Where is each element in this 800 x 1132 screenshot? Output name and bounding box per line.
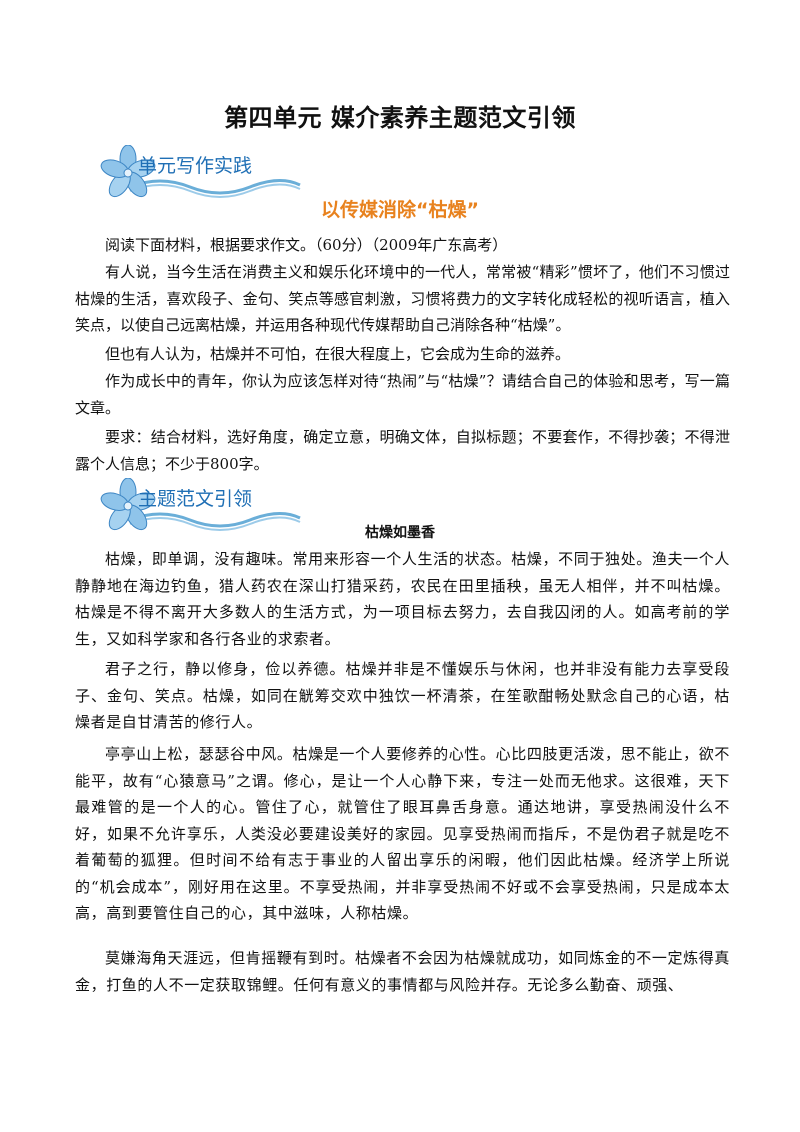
flower-ribbon-icon	[100, 145, 301, 198]
prompt-paragraph: 要求：结合材料，选好角度，确定立意，明确文体，自拟标题；不要套作，不得抄袭；不得…	[75, 428, 730, 473]
prompt-paragraph: 但也有人认为，枯燥并不可怕，在很大程度上，它会成为生命的滋养。	[105, 345, 571, 363]
section-label: 单元写作实践	[138, 155, 253, 177]
prompt-paragraph: 有人说，当今生活在消费主义和娱乐化环境中的一代人，常常被“精彩”惯坏了，他们不习…	[75, 263, 730, 334]
page-title: 第四单元 媒介素养主题范文引领	[224, 104, 576, 132]
prompt-paragraph: 作为成长中的青年，你认为应该怎样对待“热闹”与“枯燥”？请结合自己的体验和思考，…	[75, 372, 730, 417]
essay-paragraph: 亭亭山上松，瑟瑟谷中风。枯燥是一个人要修养的心性。心比四肢更活泼，思不能止，欲不…	[75, 745, 730, 922]
section-header-practice: 单元写作实践	[100, 145, 320, 205]
section-header-model: 主题范文引领	[100, 478, 320, 538]
section-label: 主题范文引领	[138, 488, 253, 510]
essay-title: 枯燥如墨香	[365, 525, 435, 541]
prompt-paragraph: 阅读下面材料，根据要求作文。（60分）（2009年广东高考）	[105, 236, 508, 254]
essay-prompt-title: 以传媒消除“枯燥”	[321, 199, 479, 221]
essay-paragraph: 君子之行，静以修身，俭以养德。枯燥并非是不懂娱乐与休闲，也并非没有能力去享受段子…	[75, 660, 730, 731]
flower-ribbon-icon	[100, 478, 301, 531]
essay-paragraph: 枯燥，即单调，没有趣味。常用来形容一个人生活的状态。枯燥，不同于独处。渔夫一个人…	[75, 550, 730, 648]
essay-paragraph: 莫嫌海角天涯远，但肯摇鞭有到时。枯燥者不会因为枯燥就成功，如同炼金的不一定炼得真…	[75, 949, 730, 994]
